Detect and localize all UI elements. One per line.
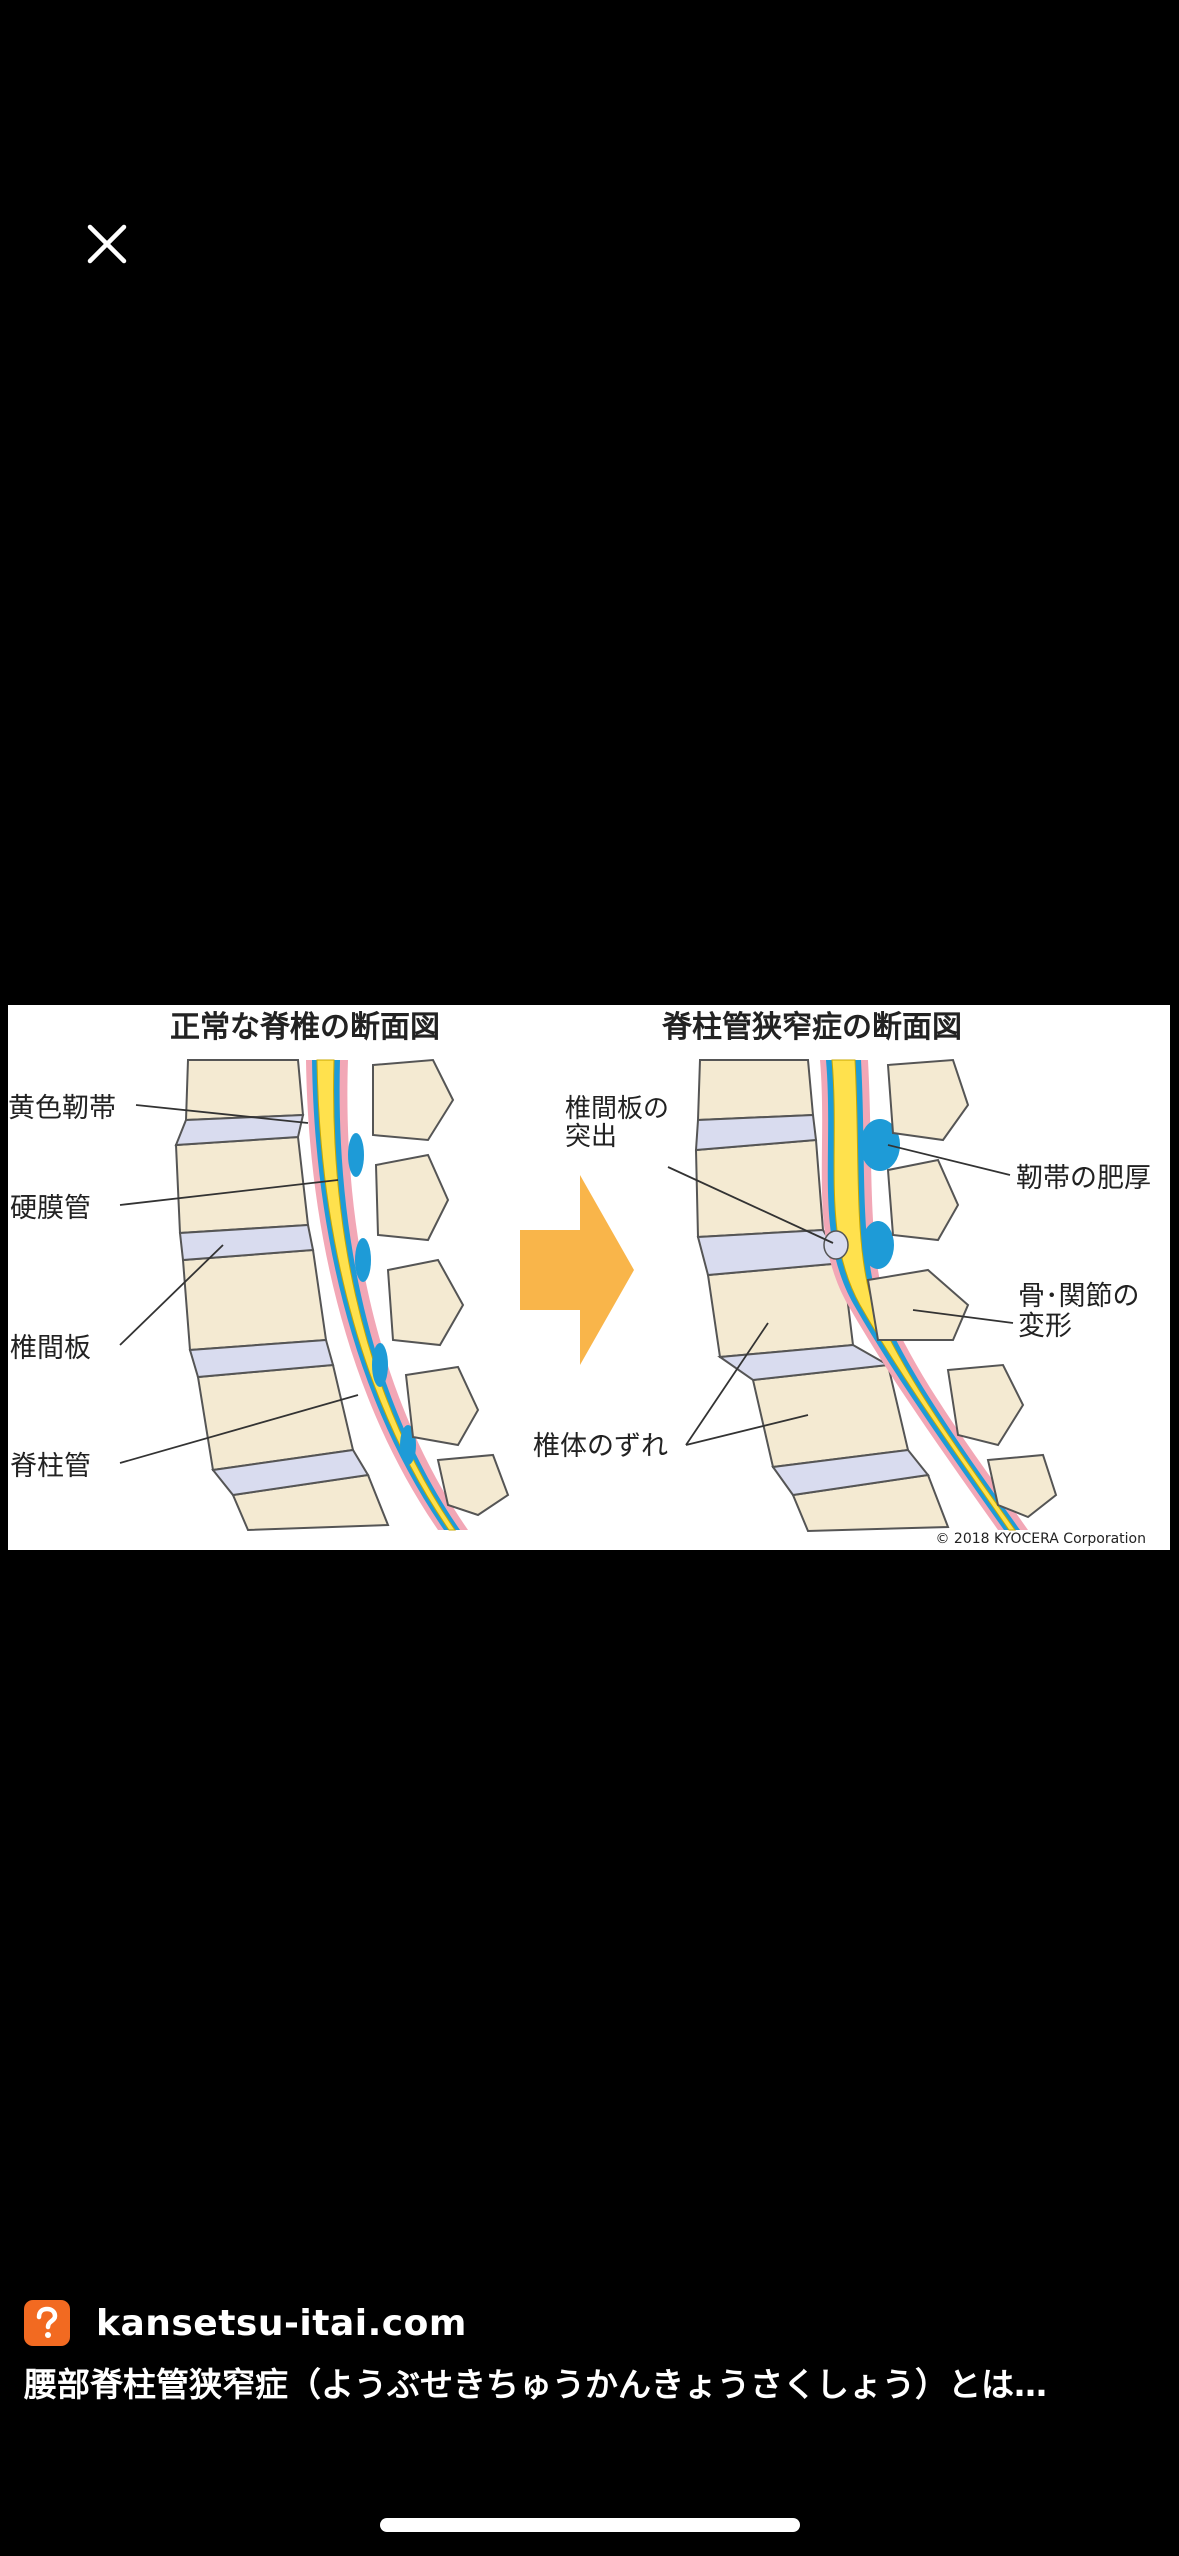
close-button[interactable] [78,215,136,273]
label-ligament-thickening: 靭帯の肥厚 [1016,1163,1151,1194]
label-disc: 椎間板 [10,1333,91,1364]
label-ligamentum-flavum: 黄色靭帯 [8,1093,116,1124]
label-disc-protrusion-2: 突出 [565,1122,617,1152]
right-title: 脊柱管狭窄症の断面図 [661,1010,962,1045]
label-disc-protrusion-1: 椎間板の [565,1094,669,1124]
stenosis-spine-drawing [694,1058,1058,1533]
normal-spine-drawing [174,1058,510,1532]
label-spinal-canal: 脊柱管 [10,1451,91,1482]
home-indicator[interactable] [380,2518,800,2532]
left-title: 正常な脊椎の断面図 [170,1010,440,1045]
label-vertebral-slip: 椎体のずれ [533,1431,668,1462]
arrow-icon [520,1175,634,1365]
image-caption[interactable]: 腰部脊柱管狭窄症（ようぶせきちゅうかんきょうさくしょう）とは… [24,2365,1047,2404]
source-domain[interactable]: kansetsu-itai.com [96,2302,467,2344]
label-bone-deformity-2: 変形 [1018,1311,1072,1342]
source-row[interactable]: kansetsu-itai.com [24,2298,467,2348]
label-dural-sac: 硬膜管 [10,1193,91,1224]
question-icon [24,2300,70,2346]
copyright-text: © 2018 KYOCERA Corporation [935,1531,1146,1547]
spine-illustration[interactable]: 黄色靭帯 硬膜管 椎間板 脊柱管 正常な脊椎の断面図 脊柱管狭窄症の断面図 [8,1005,1170,1550]
label-bone-deformity-1: 骨･関節の [1018,1281,1140,1312]
close-icon [87,224,127,264]
